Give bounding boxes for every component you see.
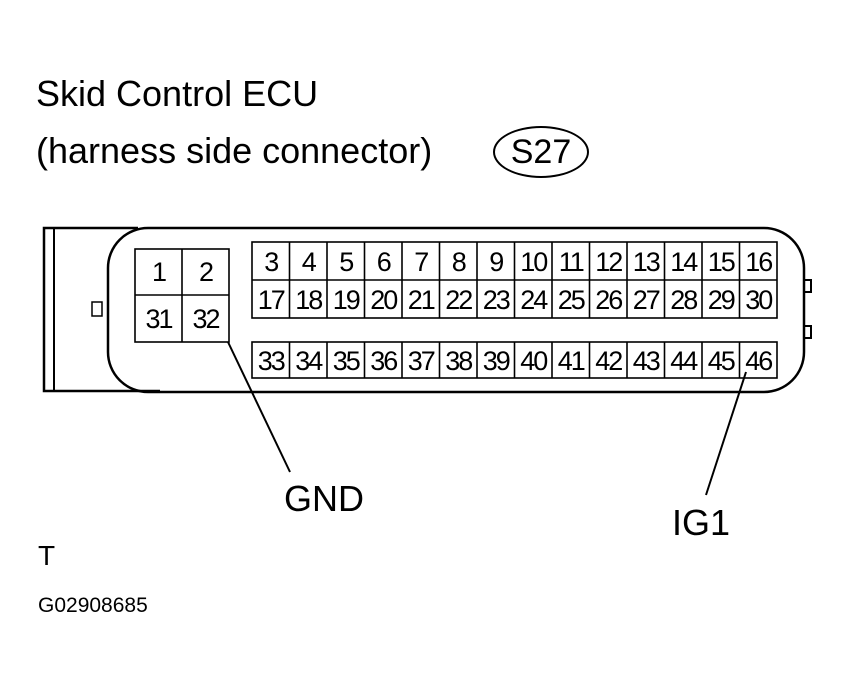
pin-26: 26 (595, 285, 622, 315)
pin-3: 3 (264, 247, 278, 277)
pin-43: 43 (633, 346, 660, 376)
title-line-1: Skid Control ECU (36, 73, 319, 114)
pin-16: 16 (745, 247, 772, 277)
pin-45: 45 (708, 346, 735, 376)
pin-11: 11 (559, 247, 584, 277)
lower-pin-grid (251, 341, 778, 379)
ig1-leader-line (705, 371, 747, 496)
pin-24: 24 (520, 285, 548, 315)
pin-44: 44 (670, 346, 698, 376)
pin-40: 40 (520, 346, 547, 376)
pin-19: 19 (333, 285, 360, 315)
pin-2: 2 (199, 257, 213, 287)
pin-25: 25 (558, 285, 585, 315)
pin-30: 30 (745, 285, 772, 315)
pin-12: 12 (595, 247, 622, 277)
figure-code: G02908685 (38, 594, 148, 617)
pin-42: 42 (595, 346, 622, 376)
pin-7: 7 (414, 247, 428, 277)
pin-17: 17 (258, 285, 285, 315)
pin-37: 37 (408, 346, 435, 376)
left-pin-block (134, 248, 230, 343)
pin-21: 21 (408, 285, 435, 315)
pin-5: 5 (339, 247, 353, 277)
title-line-2: (harness side connector) (36, 130, 433, 171)
pin-41: 41 (558, 346, 585, 376)
pin-4: 4 (302, 247, 317, 277)
connector-housing-back (42, 226, 160, 393)
pin-9: 9 (489, 247, 503, 277)
pin-38: 38 (445, 346, 472, 376)
pin-32: 32 (192, 304, 219, 334)
pin-36: 36 (370, 346, 397, 376)
pin-10: 10 (520, 247, 547, 277)
pin-39: 39 (483, 346, 510, 376)
housing-latch (91, 301, 103, 317)
connector-body (106, 226, 806, 394)
pin-22: 22 (445, 285, 472, 315)
ig1-label: IG1 (672, 502, 731, 543)
view-letter: T (38, 540, 56, 571)
connector-code-badge: S27 (493, 126, 589, 178)
pin-13: 13 (633, 247, 660, 277)
pin-6: 6 (377, 247, 391, 277)
pin-31: 31 (145, 304, 172, 334)
upper-pin-grid (251, 241, 778, 319)
pin-33: 33 (258, 346, 285, 376)
pin-27: 27 (633, 285, 660, 315)
gnd-label: GND (284, 478, 364, 519)
connector-tab-lower (804, 325, 812, 339)
pin-18: 18 (295, 285, 322, 315)
pin-20: 20 (370, 285, 397, 315)
pin-1: 1 (152, 257, 166, 287)
pin-29: 29 (708, 285, 735, 315)
pin-14: 14 (670, 247, 698, 277)
pin-46: 46 (745, 346, 772, 376)
pin-28: 28 (670, 285, 697, 315)
pin-15: 15 (708, 247, 735, 277)
pin-34: 34 (295, 346, 323, 376)
connector-tab-upper (804, 279, 812, 293)
gnd-leader-line (227, 341, 291, 473)
pin-23: 23 (483, 285, 510, 315)
pin-35: 35 (333, 346, 360, 376)
pin-8: 8 (452, 247, 466, 277)
